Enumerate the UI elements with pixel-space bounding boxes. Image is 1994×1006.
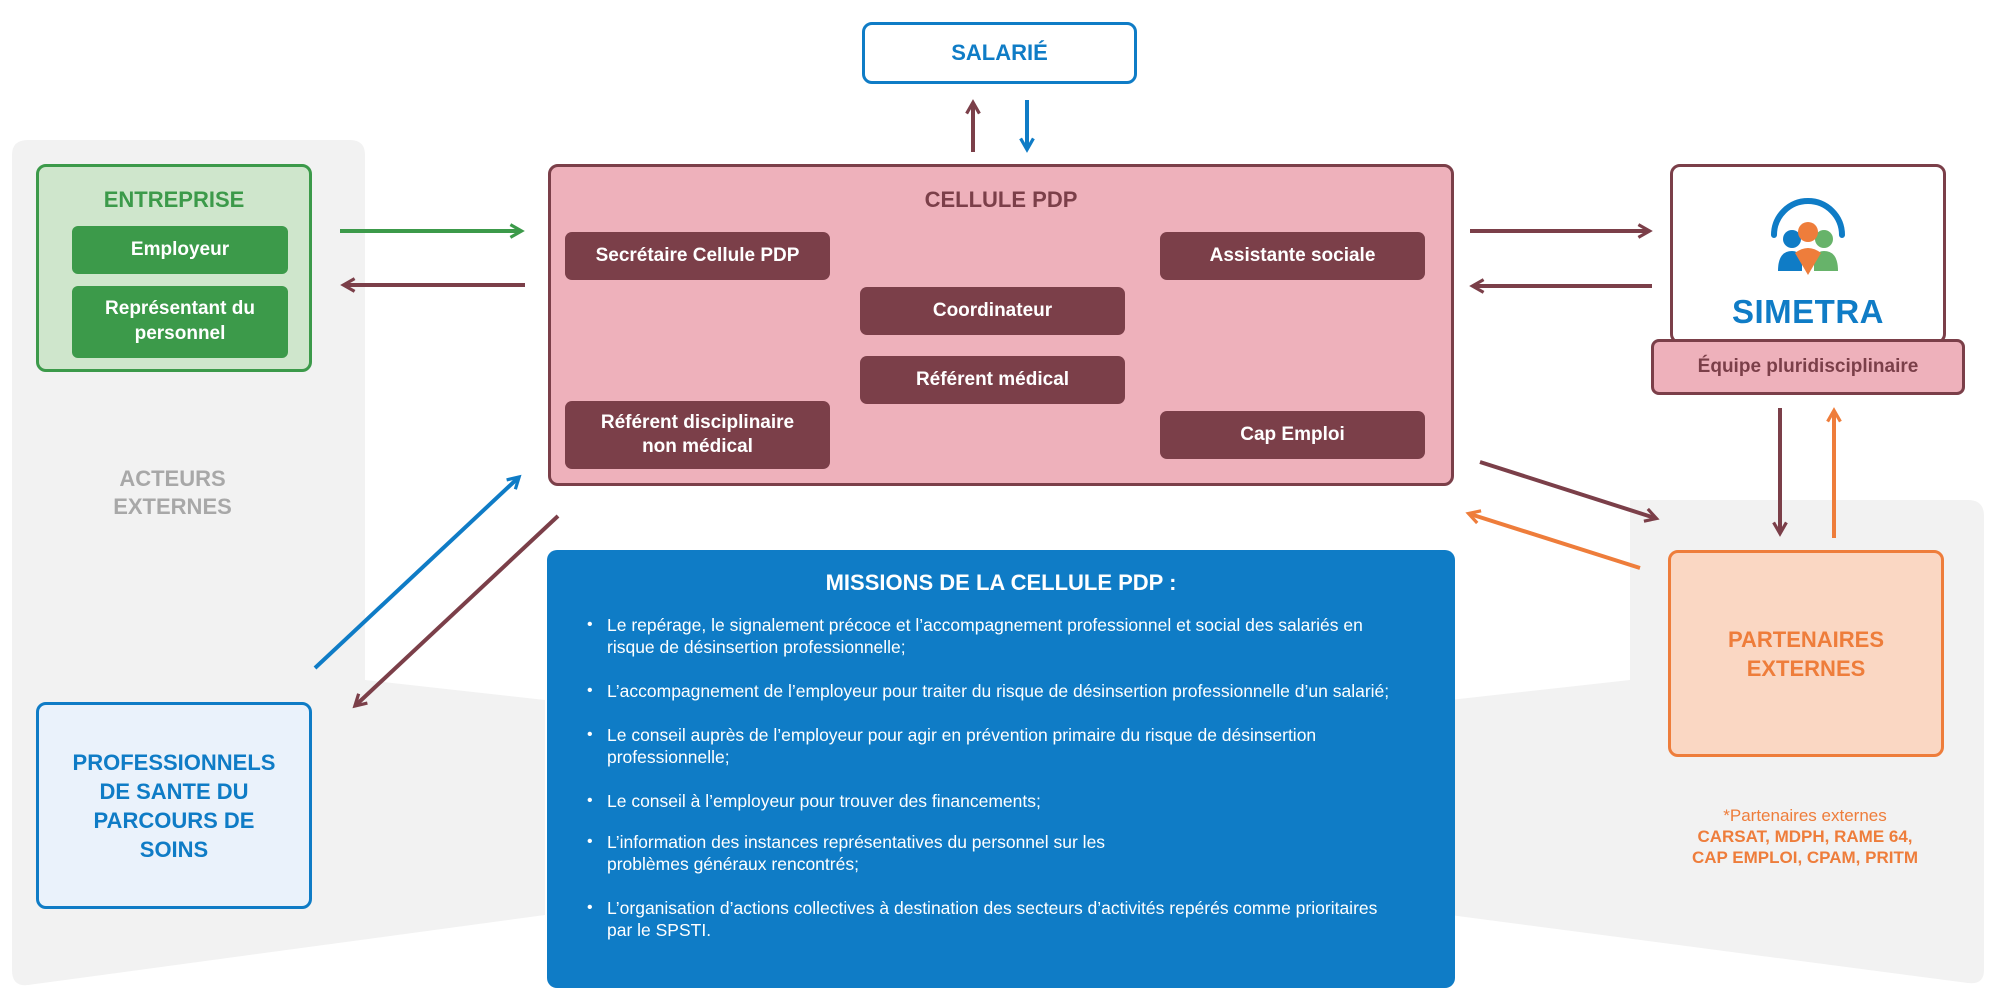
arrow-cellule-to-partenaires [1479, 460, 1660, 523]
salarie-box: SALARIÉ [862, 22, 1137, 84]
simetra-box: SIMETRA [1670, 164, 1946, 344]
mission-item: L’organisation d’actions collectives à d… [571, 897, 1391, 941]
entreprise-box: ENTREPRISE Employeur Représentant du per… [36, 164, 312, 372]
mission-item: L’information des instances représentati… [571, 831, 1187, 875]
simetra-logo-text: SIMETRA [1732, 293, 1884, 330]
partenaires-note-title: *Partenaires externes [1723, 806, 1887, 825]
coordinateur-box: Coordinateur [860, 287, 1125, 335]
representant-label: Représentant du personnel [105, 298, 255, 344]
employeur-label: Employeur [130, 238, 230, 260]
partenaires-note: *Partenaires externes CARSAT, MDPH, RAME… [1640, 805, 1970, 868]
assistante-sociale-box: Assistante sociale [1160, 232, 1425, 280]
partenaires-externes-box: PARTENAIRES EXTERNES [1668, 550, 1944, 757]
equipe-pluridisciplinaire-box: Équipe pluridisciplinaire [1651, 339, 1965, 395]
representant-box: Représentant du personnel [72, 286, 288, 358]
employeur-box: Employeur [72, 226, 288, 274]
cellule-title: CELLULE PDP [924, 187, 1078, 212]
missions-title: MISSIONS DE LA CELLULE PDP : [825, 570, 1177, 595]
cap-emploi-box: Cap Emploi [1160, 411, 1425, 459]
arrow-cellule-to-professionnels [352, 514, 560, 709]
missions-list: Le repérage, le signalement précoce et l… [571, 614, 1391, 963]
partenaires-note-list: CARSAT, MDPH, RAME 64, CAP EMPLOI, CPAM,… [1691, 827, 1919, 867]
arrow-professionnels-to-cellule [313, 474, 522, 670]
missions-box: MISSIONS DE LA CELLULE PDP : Le repérage… [547, 550, 1455, 988]
mission-item: L’accompagnement de l’employeur pour tra… [571, 680, 1391, 702]
secretaire-box: Secrétaire Cellule PDP [565, 232, 830, 280]
referent-medical-box: Référent médical [860, 356, 1125, 404]
mission-item: Le repérage, le signalement précoce et l… [571, 614, 1391, 658]
acteurs-externes-label: ACTEURS EXTERNES [113, 466, 232, 519]
professionnels-sante-box: PROFESSIONNELS DE SANTE DU PARCOURS DE S… [36, 702, 312, 909]
referent-non-medical-box: Référent disciplinaire non médical [565, 401, 830, 469]
entreprise-title: ENTREPRISE [103, 187, 245, 212]
simetra-logo-icon [1771, 198, 1845, 275]
mission-item: Le conseil auprès de l’employeur pour ag… [571, 724, 1391, 768]
mission-item: Le conseil à l’employeur pour trouver de… [571, 790, 1391, 812]
salarie-label: SALARIÉ [951, 40, 1048, 65]
arrow-partenaires-to-cellule [1465, 509, 1641, 570]
